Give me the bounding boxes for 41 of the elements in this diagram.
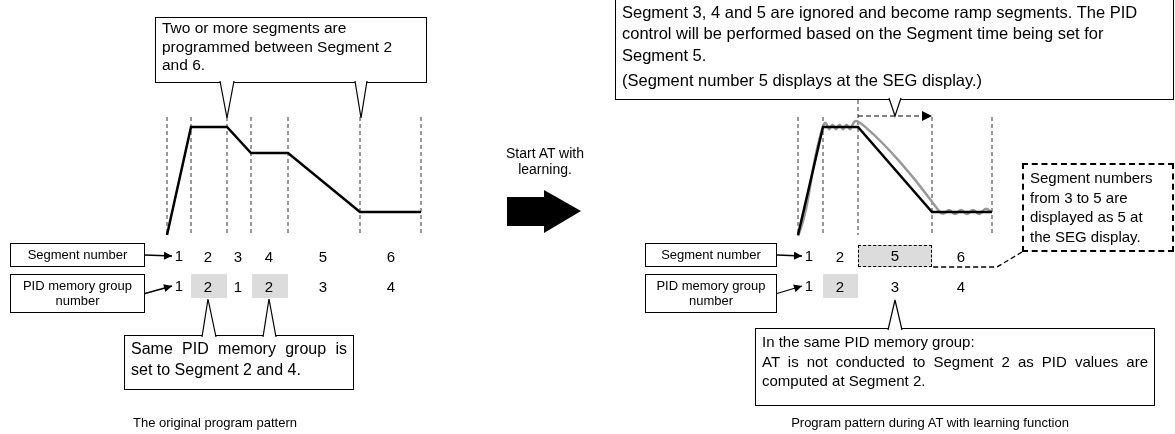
callout-text: In the same PID memory group: [762, 332, 976, 352]
callout-box: Segment numbers from 3 to 5 are displayed as 5 at the SEG display. [1022, 163, 1174, 252]
number-label: 4 [956, 277, 966, 295]
label-box: PID memory group number [10, 274, 145, 313]
arrow [144, 251, 173, 260]
callout-box: Same PID memory group is set to Segment 2 and 4. [124, 335, 354, 390]
label-box: PID memory group number [645, 274, 777, 313]
callout-text: (Segment number 5 displays at the SEG display.) [622, 70, 984, 92]
number-label: 1 [172, 276, 186, 296]
number-label: 1 [802, 246, 816, 266]
number-label: 6 [956, 247, 966, 265]
arrow-label: Start AT with learning. [504, 145, 586, 177]
arrow [776, 251, 803, 260]
highlight-cell: 5 [858, 245, 932, 267]
number-label: 3 [318, 277, 328, 295]
number-label: 3 [233, 247, 243, 265]
arrow [144, 284, 173, 295]
callout-text: AT is not conducted to Segment 2 as PID values are computed at Segment 2. [762, 351, 1148, 391]
number-label: 6 [386, 247, 396, 265]
callout-box: Two or more segments are programmed between Segment 2 and 6. [155, 17, 427, 83]
number-label: 4 [264, 247, 274, 265]
number-label: 1 [233, 277, 243, 295]
number-label: 1 [802, 276, 816, 296]
number-label: 1 [172, 246, 186, 266]
leader-line [931, 251, 1023, 268]
number-label: 5 [318, 247, 328, 265]
label-box: Segment number [645, 243, 777, 267]
number-label: 2 [835, 247, 845, 265]
callout-box [615, 0, 1174, 100]
number-label: 2 [203, 277, 213, 295]
number-label: 2 [203, 247, 213, 265]
callout-text: Segment 3, 4 and 5 are ignored and become ramp segments. The PID control will be performed based on the Segment time being set for Segment 5. [622, 2, 1139, 66]
number-label: 4 [386, 277, 396, 295]
number-label: 3 [890, 277, 900, 295]
arrow [776, 284, 803, 295]
label-box: Segment number [10, 243, 145, 267]
caption: The original program pattern [133, 414, 297, 430]
number-label: 2 [264, 277, 274, 295]
number-label: 2 [835, 277, 845, 295]
caption: Program pattern during AT with learning function [791, 414, 1069, 430]
callout-box [755, 328, 1155, 406]
